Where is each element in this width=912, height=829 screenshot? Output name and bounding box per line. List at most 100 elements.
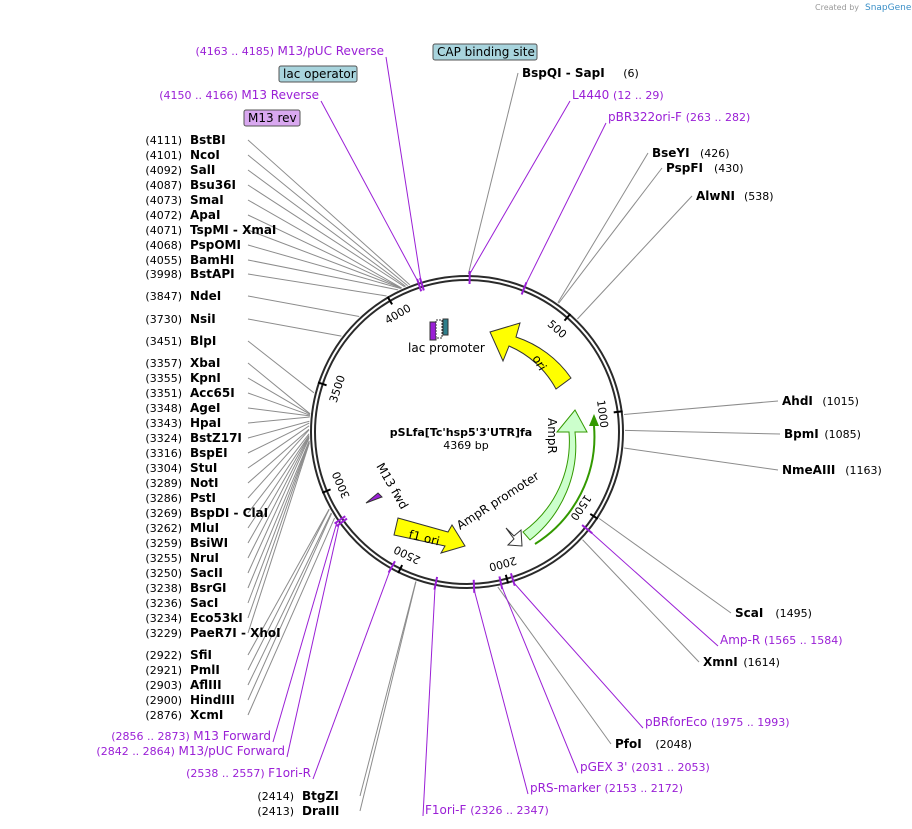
enzyme-position: (3316)	[145, 447, 182, 460]
enzyme-name[interactable]: SacII	[190, 566, 223, 580]
enzyme-name[interactable]: ApaI	[190, 208, 220, 222]
primer-label[interactable]: L4440 (12 .. 29)	[572, 88, 664, 102]
enzyme-name[interactable]: SacI	[190, 596, 218, 610]
primer-label[interactable]: pGEX 3' (2031 .. 2053)	[580, 760, 710, 774]
primer-label[interactable]: (2856 .. 2873) M13 Forward	[111, 729, 271, 743]
enzyme-name[interactable]: PspOMI	[190, 238, 241, 252]
primer-label[interactable]: pBRforEco (1975 .. 1993)	[645, 715, 790, 729]
enzyme-name[interactable]: PfoI	[615, 737, 642, 751]
enzyme-name[interactable]: PmlI	[190, 663, 220, 677]
enzyme-name[interactable]: AflIII	[190, 678, 222, 692]
lac-operator-box-label: lac operator	[283, 67, 356, 81]
m13-rev-feature[interactable]	[429, 321, 437, 341]
enzyme-connector	[247, 425, 310, 469]
enzyme-position: (1163)	[845, 464, 882, 477]
enzyme-name[interactable]: SfiI	[190, 648, 212, 662]
enzyme-name[interactable]: KpnI	[190, 371, 221, 385]
primer-label[interactable]: pBR322ori-F (263 .. 282)	[608, 110, 750, 124]
primer-connector	[524, 122, 607, 286]
primer-label[interactable]: Amp-R (1565 .. 1584)	[720, 633, 843, 647]
enzyme-position: (1495)	[775, 607, 812, 620]
enzyme-name[interactable]: BstAPI	[190, 267, 235, 281]
cap-box-label: CAP binding site	[437, 45, 535, 59]
enzyme-name[interactable]: BpmI	[784, 427, 819, 441]
enzyme-name[interactable]: BseYI	[652, 146, 690, 160]
enzyme-name[interactable]: PaeR7I - XhoI	[190, 626, 281, 640]
enzyme-name[interactable]: Acc65I	[190, 386, 235, 400]
enzyme-connector	[247, 435, 310, 529]
primer-connector	[422, 586, 436, 817]
enzyme-name[interactable]: PstI	[190, 491, 216, 505]
enzyme-name[interactable]: SalI	[190, 163, 215, 177]
enzyme-name[interactable]: XcmI	[190, 708, 223, 722]
enzyme-name[interactable]: BlpI	[190, 334, 216, 348]
primer-label[interactable]: F1ori-F (2326 .. 2347)	[425, 803, 549, 817]
enzyme-name[interactable]: NruI	[190, 551, 219, 565]
primer-tick	[520, 282, 528, 295]
primer-connector	[385, 56, 422, 281]
enzyme-name[interactable]: AlwNI	[696, 189, 735, 203]
cap-box[interactable]	[432, 43, 538, 61]
primer-label[interactable]: (2538 .. 2557) F1ori-R	[186, 766, 311, 780]
enzyme-name[interactable]: TspMI - XmaI	[190, 223, 276, 237]
enzyme-name[interactable]: ScaI	[735, 606, 763, 620]
enzyme-name[interactable]: StuI	[190, 461, 217, 475]
enzyme-name[interactable]: AgeI	[190, 401, 220, 415]
m13-fwd-feature[interactable]	[365, 492, 383, 504]
enzyme-position: (3262)	[145, 522, 182, 535]
enzyme-name[interactable]: BstBI	[190, 133, 226, 147]
ampr-promoter-feature[interactable]	[505, 527, 523, 547]
ampr-cds-line	[534, 425, 596, 545]
enzyme-position: (3355)	[145, 372, 182, 385]
backbone-outer	[310, 275, 624, 589]
enzyme-name[interactable]: HindIII	[190, 693, 235, 707]
enzyme-name[interactable]: BamHI	[190, 253, 234, 267]
enzyme-name[interactable]: BsrGI	[190, 581, 227, 595]
enzyme-name[interactable]: NmeAIII	[782, 463, 835, 477]
enzyme-name[interactable]: BspEI	[190, 446, 228, 460]
primer-label[interactable]: pRS-marker (2153 .. 2172)	[530, 781, 683, 795]
f1-ori-feature[interactable]	[393, 517, 466, 554]
enzyme-name[interactable]: BtgZI	[302, 789, 339, 803]
enzyme-name[interactable]: BspDI - ClaI	[190, 506, 268, 520]
enzyme-connector	[247, 422, 310, 454]
enzyme-position: (3255)	[145, 552, 182, 565]
ampr-feature[interactable]	[522, 409, 588, 541]
enzyme-name[interactable]: NsiI	[190, 312, 216, 326]
lac-cluster[interactable]	[429, 318, 449, 341]
enzyme-name[interactable]: NcoI	[190, 148, 220, 162]
enzyme-name[interactable]: AhdI	[782, 394, 813, 408]
enzyme-name[interactable]: MluI	[190, 521, 219, 535]
enzyme-connector	[247, 199, 403, 289]
enzyme-name[interactable]: BsiWI	[190, 536, 228, 550]
cap-site-feature[interactable]	[442, 318, 449, 336]
enzyme-name[interactable]: XbaI	[190, 356, 220, 370]
enzyme-connector	[359, 581, 417, 797]
primer-label[interactable]: (4163 .. 4185) M13/pUC Reverse	[195, 44, 384, 58]
enzyme-name[interactable]: SmaI	[190, 193, 224, 207]
enzyme-name[interactable]: NdeI	[190, 289, 221, 303]
lac-promoter-feature[interactable]	[435, 319, 443, 339]
enzyme-position: (4092)	[145, 164, 182, 177]
enzyme-connector	[247, 229, 402, 289]
enzyme-connector	[467, 72, 519, 275]
primer-tick	[335, 517, 348, 528]
ori-feature[interactable]	[489, 322, 572, 390]
primer-label[interactable]: (2842 .. 2864) M13/pUC Forward	[96, 744, 285, 758]
enzyme-name[interactable]: XmnI	[703, 655, 738, 669]
enzyme-connector	[247, 295, 360, 317]
enzyme-name[interactable]: HpaI	[190, 416, 221, 430]
enzyme-name[interactable]: BspQI - SapI	[522, 66, 605, 80]
enzyme-position: (4087)	[145, 179, 182, 192]
m13-rev-box[interactable]	[243, 109, 301, 127]
enzyme-name[interactable]: PspFI	[666, 161, 703, 175]
enzyme-name[interactable]: Bsu36I	[190, 178, 236, 192]
enzyme-name[interactable]: Eco53kI	[190, 611, 243, 625]
enzyme-name[interactable]: BstZ17I	[190, 431, 242, 445]
enzyme-connector	[247, 214, 402, 289]
primer-label[interactable]: (4150 .. 4166) M13 Reverse	[159, 88, 319, 102]
enzyme-name[interactable]: DraIII	[302, 804, 339, 818]
lac-operator-box[interactable]	[278, 65, 358, 83]
enzyme-name[interactable]: NotI	[190, 476, 219, 490]
